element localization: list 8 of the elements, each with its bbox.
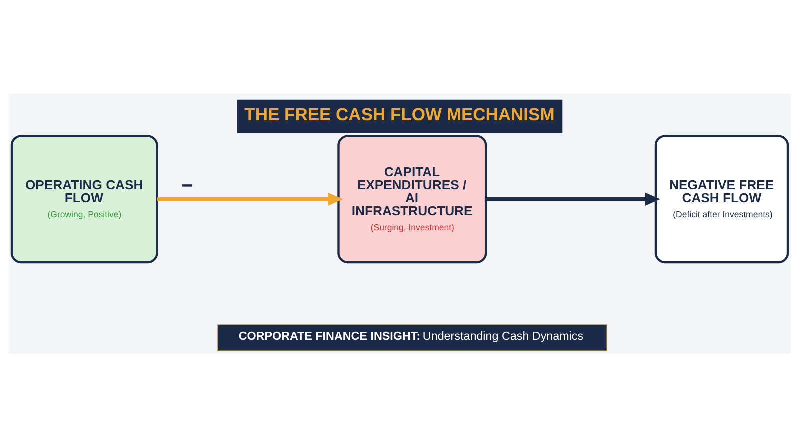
- diagram-title: THE FREE CASH FLOW MECHANISM: [244, 104, 555, 124]
- arrow: [486, 192, 660, 206]
- edge-label: −: [181, 174, 194, 197]
- node-box: CAPITAL EXPENDITURES / AI INFRASTRUCTURE (Surging, Investment): [338, 134, 488, 264]
- caption: CORPORATE FINANCE INSIGHT: Understanding Cash Dynamics: [238, 329, 584, 342]
- arrow: [157, 192, 344, 206]
- node-box: OPERATING CASH FLOW (Growing, Positive): [10, 134, 158, 264]
- node-box: NEGATIVE FREE CASH FLOW (Deficit after Investments): [654, 134, 790, 264]
